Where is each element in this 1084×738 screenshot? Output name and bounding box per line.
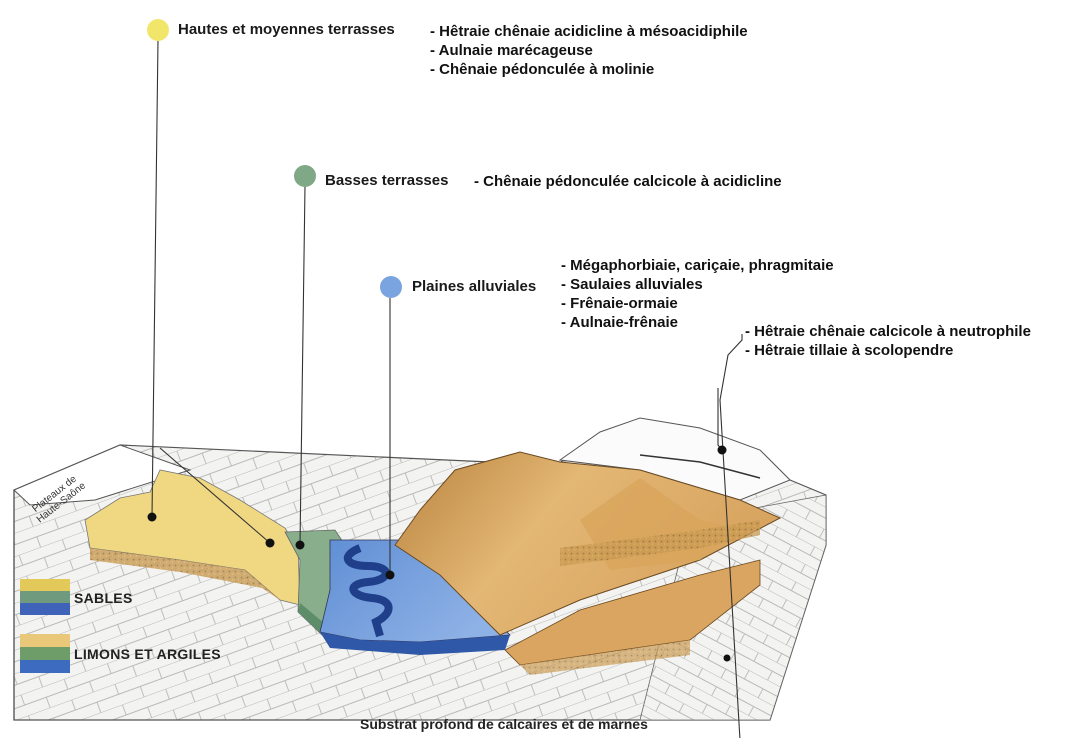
vegetation-list-slopes: - Hêtraie chênaie calcicole à neutrophil… [745, 322, 1031, 360]
dot-substrat [724, 655, 731, 662]
marker-basses [294, 165, 316, 187]
legend-sables-swatch-1 [20, 579, 70, 591]
dot-basses [296, 541, 305, 550]
vegetation-list-plaines: - Mégaphorbiaie, cariçaie, phragmitaie -… [561, 256, 834, 332]
vegetation-item: - Mégaphorbiaie, cariçaie, phragmitaie [561, 256, 834, 275]
vegetation-list-hautes: - Hêtraie chênaie acidicline à mésoacidi… [430, 22, 748, 79]
vegetation-item: - Hêtraie tillaie à scolopendre [745, 341, 1031, 360]
legend-label-limons: LIMONS ET ARGILES [74, 646, 221, 662]
vegetation-item: - Hêtraie chênaie calcicole à neutrophil… [745, 322, 1031, 341]
vegetation-item: - Frênaie-ormaie [561, 294, 834, 313]
zone-label-plaines: Plaines alluviales [412, 278, 536, 295]
legend-limons-swatch-2 [20, 647, 70, 660]
vegetation-item: - Chênaie pédonculée calcicole à acidicl… [474, 172, 782, 191]
dot-hautes-2 [266, 539, 275, 548]
vegetation-item: - Chênaie pédonculée à molinie [430, 60, 748, 79]
leader-hautes-1 [152, 40, 158, 517]
zone-label-basses: Basses terrasses [325, 172, 448, 189]
dot-plaines [386, 571, 395, 580]
legend-limons-swatch-3 [20, 660, 70, 673]
substrat-caption: Substrat profond de calcaires et de marn… [360, 716, 648, 732]
vegetation-list-basses: - Chênaie pédonculée calcicole à acidicl… [474, 172, 782, 191]
vegetation-item: - Hêtraie chênaie acidicline à mésoacidi… [430, 22, 748, 41]
legend-sables-swatch-3 [20, 603, 70, 615]
dot-hautes-1 [148, 513, 157, 522]
marker-plaines [380, 276, 402, 298]
vegetation-item: - Aulnaie marécageuse [430, 41, 748, 60]
legend-limons-swatch-1 [20, 634, 70, 647]
marker-hautes [147, 19, 169, 41]
legend-sables-swatch-2 [20, 591, 70, 603]
zone-label-hautes: Hautes et moyennes terrasses [178, 21, 395, 38]
vegetation-item: - Saulaies alluviales [561, 275, 834, 294]
legend-label-sables: SABLES [74, 590, 133, 606]
dot-slopes [718, 446, 727, 455]
